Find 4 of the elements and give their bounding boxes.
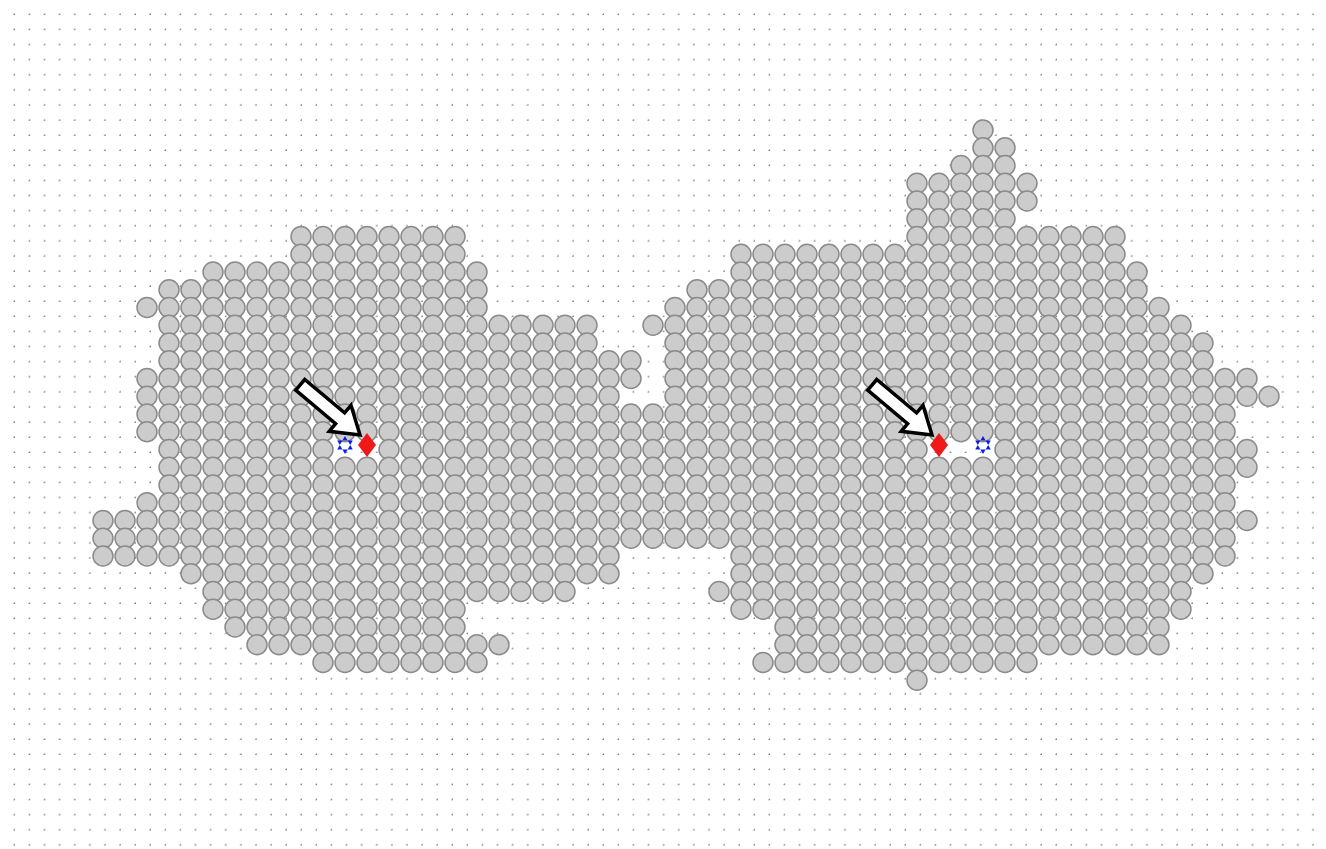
block-arrow: [865, 377, 935, 438]
diamond-marker: [358, 433, 376, 457]
block-arrow: [293, 377, 363, 438]
diamond-marker: [930, 433, 948, 457]
